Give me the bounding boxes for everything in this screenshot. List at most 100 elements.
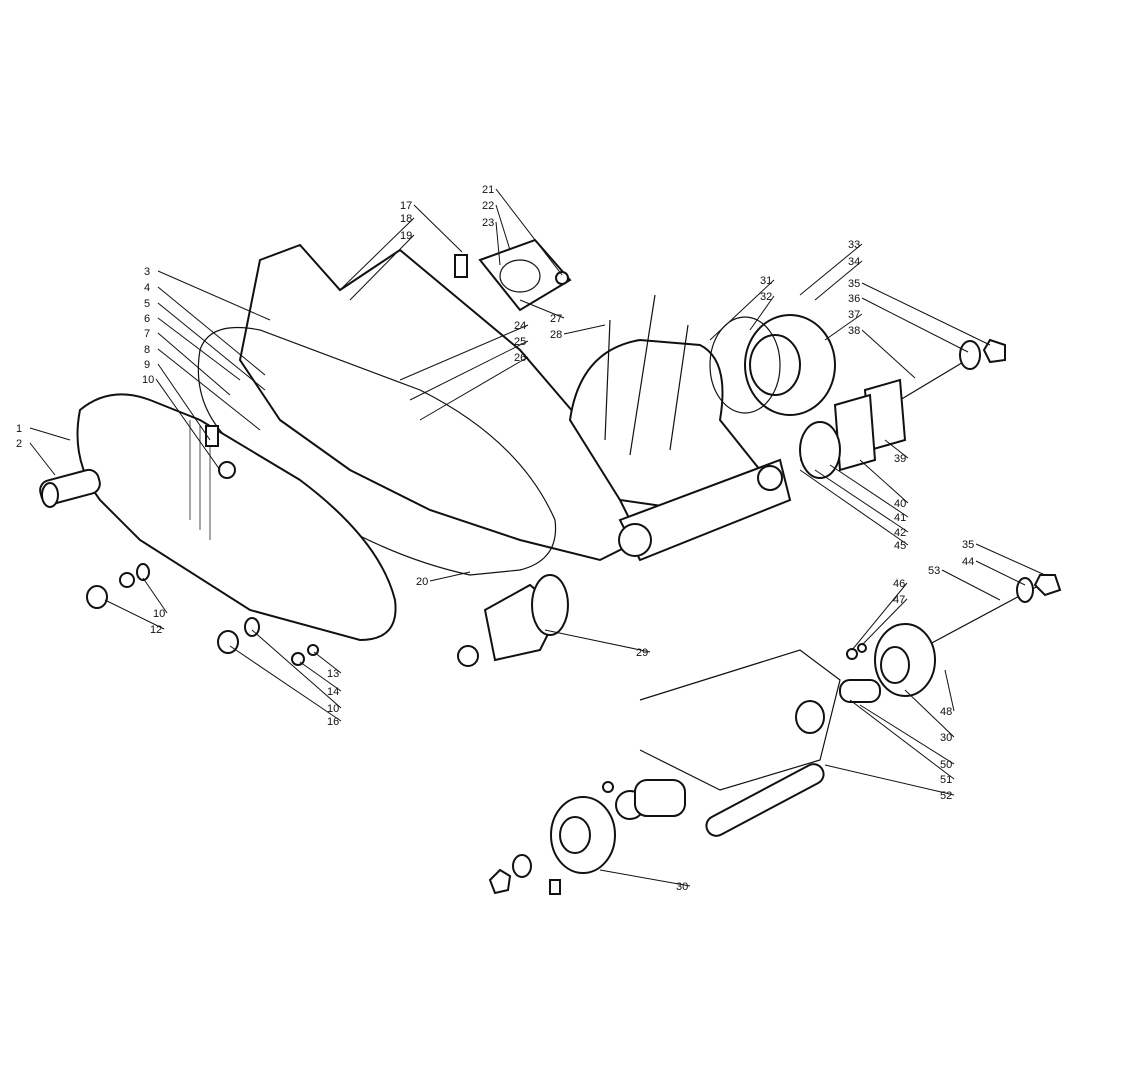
leader-line <box>851 582 908 651</box>
callout-labels: 1234567891010121314101617181921222327282… <box>16 184 974 893</box>
leader-line <box>142 577 168 614</box>
callout-45: 45 <box>894 540 906 552</box>
callout-50: 50 <box>940 759 952 771</box>
leader-line <box>814 469 909 533</box>
callout-16: 16 <box>327 716 339 728</box>
leader-line <box>155 378 221 471</box>
leader-line <box>409 340 529 401</box>
leader-line <box>975 543 1046 576</box>
callout-28: 28 <box>550 329 562 341</box>
callout-29: 29 <box>636 647 648 659</box>
callout-37: 37 <box>848 309 860 321</box>
leader-line <box>749 295 775 331</box>
callout-42: 42 <box>894 527 906 539</box>
leader-line <box>861 297 969 353</box>
callout-3: 3 <box>144 266 150 278</box>
callout-35: 35 <box>962 539 974 551</box>
leader-line <box>413 204 463 253</box>
leader-line <box>519 299 565 319</box>
leader-line <box>339 217 415 291</box>
leader-line <box>709 279 775 341</box>
leader-line <box>849 699 955 780</box>
leader-line <box>859 459 909 504</box>
callout-9: 9 <box>144 359 150 371</box>
callout-10: 10 <box>327 703 339 715</box>
callout-8: 8 <box>144 344 150 356</box>
callout-4: 4 <box>144 282 150 294</box>
leader-lines <box>29 188 1046 887</box>
callout-38: 38 <box>848 325 860 337</box>
callout-33: 33 <box>848 239 860 251</box>
leader-line <box>104 599 165 630</box>
callout-47: 47 <box>893 594 905 606</box>
leader-line <box>944 669 955 712</box>
leader-line <box>429 571 471 582</box>
leader-line <box>251 629 342 709</box>
callout-30: 30 <box>940 732 952 744</box>
callout-27: 27 <box>550 313 562 325</box>
leader-line <box>157 286 266 376</box>
callout-18: 18 <box>400 213 412 225</box>
callout-14: 14 <box>327 686 339 698</box>
callout-19: 19 <box>400 230 412 242</box>
leader-line <box>859 704 955 765</box>
callout-40: 40 <box>894 498 906 510</box>
callout-10: 10 <box>153 608 165 620</box>
leader-line <box>495 188 563 276</box>
leader-line <box>419 356 529 421</box>
callout-10: 10 <box>142 374 154 386</box>
leader-line <box>157 302 266 391</box>
callout-2: 2 <box>16 438 22 450</box>
callout-12: 12 <box>150 624 162 636</box>
callout-52: 52 <box>940 790 952 802</box>
leader-line <box>349 234 415 301</box>
callout-20: 20 <box>416 576 428 588</box>
leader-line <box>544 629 651 653</box>
leader-line <box>495 204 511 251</box>
callout-24: 24 <box>514 320 526 332</box>
swing-arm <box>639 649 841 791</box>
leader-line <box>599 869 691 887</box>
leader-line <box>313 651 342 674</box>
callout-41: 41 <box>894 512 906 524</box>
callout-5: 5 <box>144 298 150 310</box>
callout-46: 46 <box>893 578 905 590</box>
callout-7: 7 <box>144 328 150 340</box>
callout-44: 44 <box>962 556 974 568</box>
callout-48: 48 <box>940 706 952 718</box>
leader-line <box>904 689 955 738</box>
callout-13: 13 <box>327 668 339 680</box>
leader-line <box>563 324 606 335</box>
leader-line <box>814 260 863 301</box>
leader-line <box>799 469 909 546</box>
callout-35: 35 <box>848 278 860 290</box>
callout-51: 51 <box>940 774 952 786</box>
callout-6: 6 <box>144 313 150 325</box>
callout-26: 26 <box>514 352 526 364</box>
leader-line <box>799 243 863 296</box>
callout-22: 22 <box>482 200 494 212</box>
leader-line <box>29 442 56 476</box>
callout-17: 17 <box>400 200 412 212</box>
parts-drawing <box>39 238 1062 895</box>
callout-21: 21 <box>482 184 494 196</box>
leader-line <box>861 598 908 646</box>
callout-1: 1 <box>16 423 22 435</box>
leader-line <box>861 329 916 379</box>
callout-53: 53 <box>928 565 940 577</box>
leader-line <box>157 363 211 441</box>
callout-31: 31 <box>760 275 772 287</box>
callout-30: 30 <box>676 881 688 893</box>
leader-line <box>975 560 1026 586</box>
leader-line <box>941 569 1001 601</box>
tube <box>705 763 825 837</box>
leader-line <box>824 764 955 796</box>
leader-line <box>157 317 241 381</box>
callout-39: 39 <box>894 453 906 465</box>
cylinder-housing <box>568 338 782 522</box>
leader-line <box>299 661 342 692</box>
leader-line <box>861 282 991 346</box>
callout-36: 36 <box>848 293 860 305</box>
leader-line <box>495 221 501 266</box>
